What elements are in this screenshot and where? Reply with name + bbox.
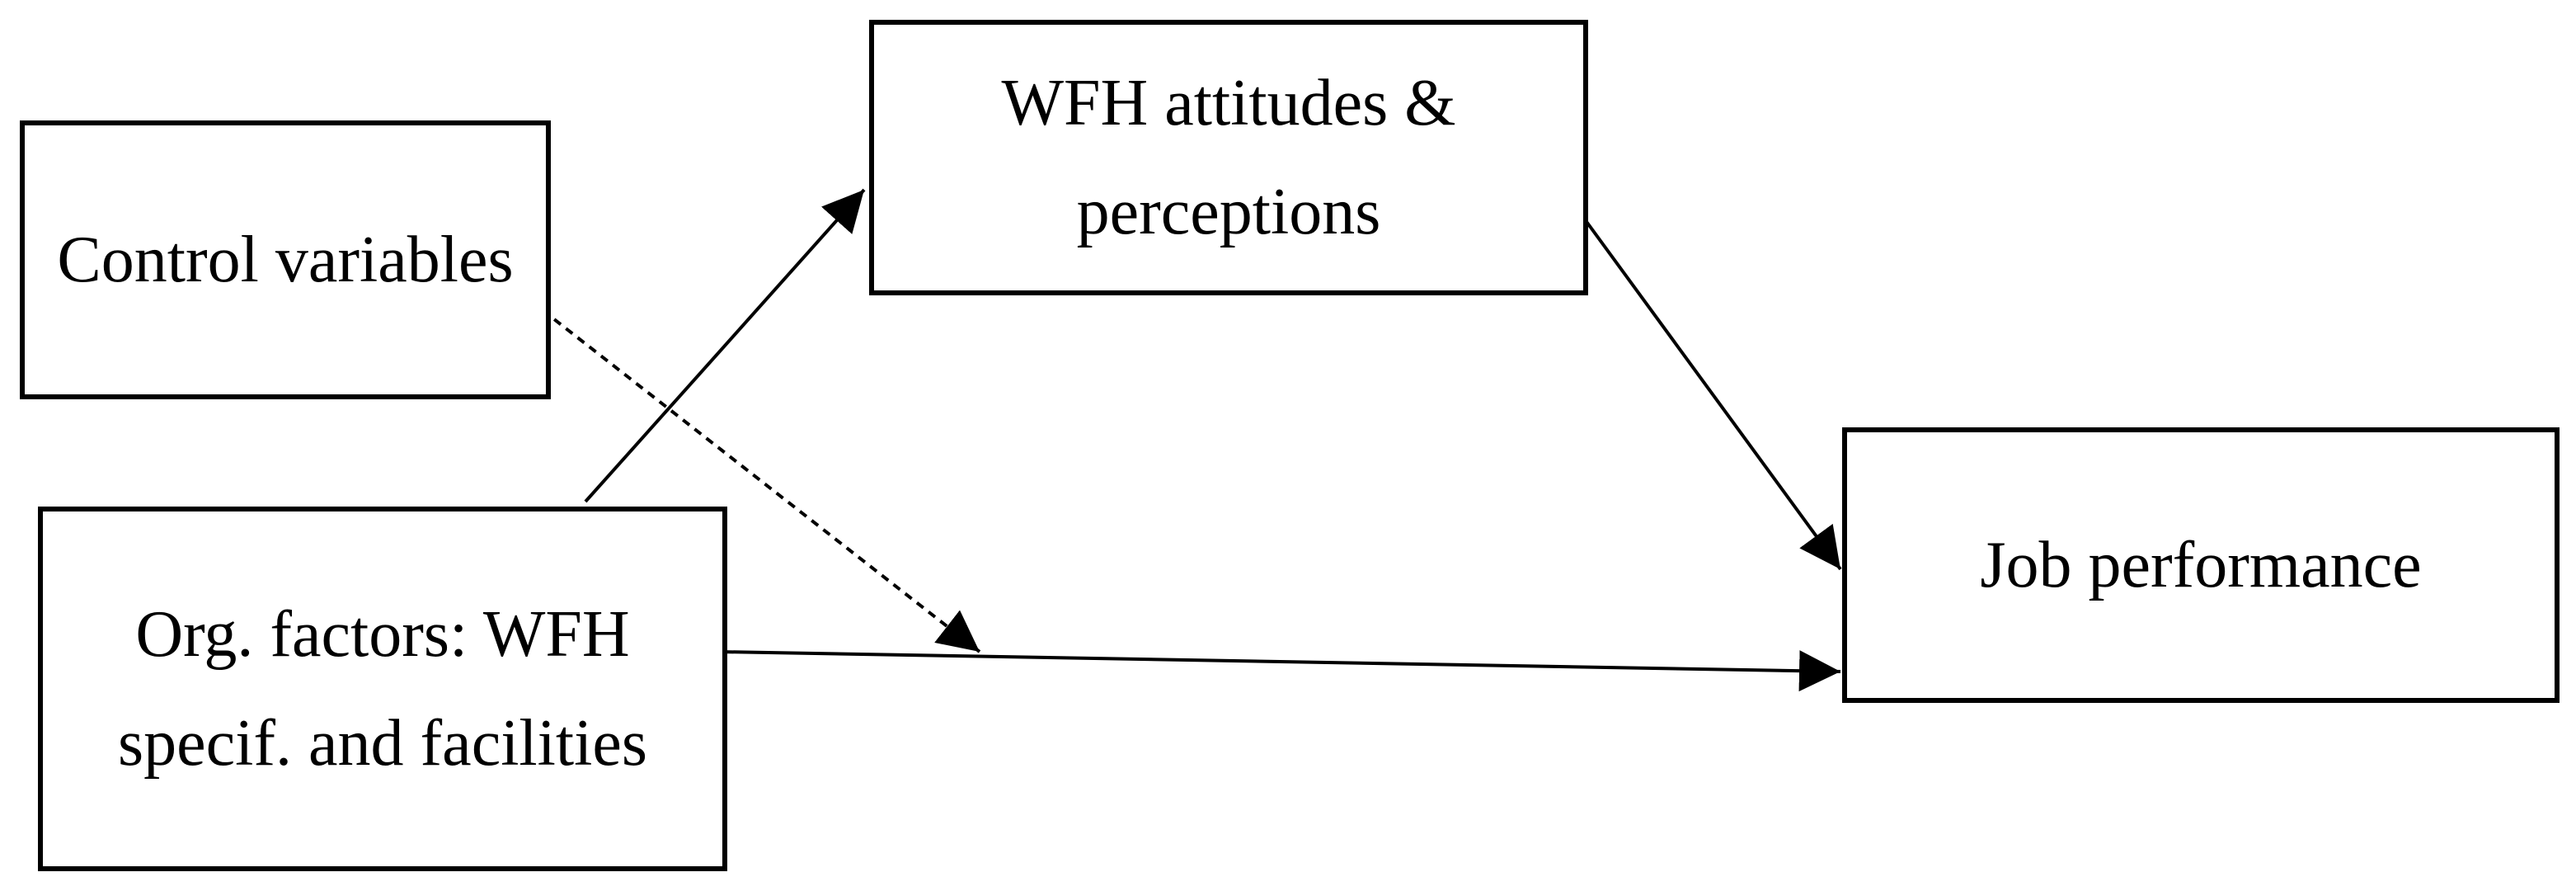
arrow-control-dashed [541,309,981,653]
arrow-org-to-wfh [584,188,866,503]
arrow-org-to-job [718,650,1841,692]
box-wfh-attitudes: WFH attitudes & perceptions [869,20,1588,295]
box-org-factors: Org. factors: WFH specif. and facilities [38,507,727,871]
org-factors-label: Org. factors: WFH specif. and facilities [118,598,647,780]
box-control-variables: Control variables [20,120,551,399]
arrow-wfh-to-job [1583,218,1842,571]
box-job-performance: Job performance [1842,427,2560,703]
control-variables-label: Control variables [57,224,514,296]
job-performance-label: Job performance [1980,529,2422,601]
wfh-attitudes-label: WFH attitudes & perceptions [1001,67,1456,248]
